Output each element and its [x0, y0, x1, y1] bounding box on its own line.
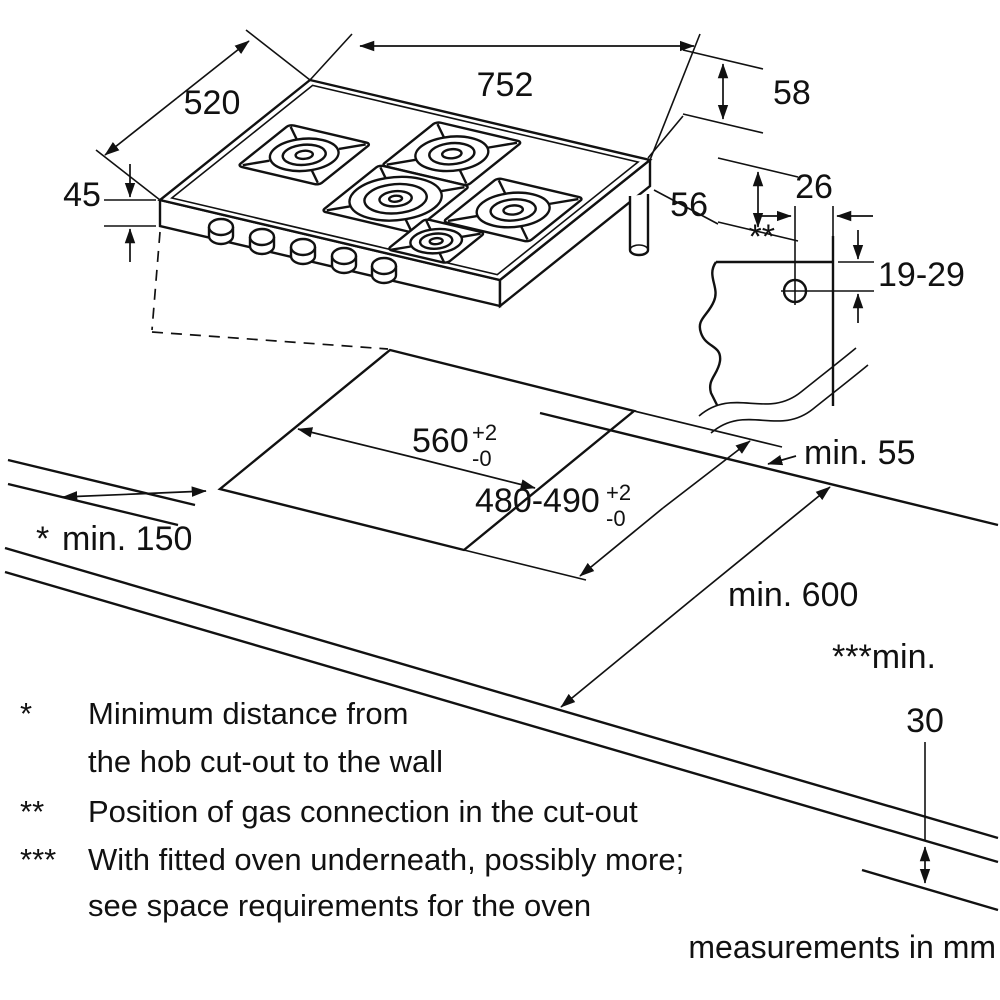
counter-front-edge-top: [4, 546, 999, 840]
min-600-label: min. 600: [728, 576, 858, 614]
footnote-1-line-1: Minimum distance from: [88, 696, 408, 731]
hob-height-label: 45: [63, 176, 101, 214]
dim-min-150: * min. 150: [36, 486, 207, 558]
cutout-width-label: 560: [412, 422, 469, 460]
projection-dashed-drop: [151, 231, 161, 331]
min-30-value: 30: [906, 702, 944, 740]
footnotes: * Minimum distance from the hob cut-out …: [20, 696, 684, 923]
units-note: measurements in mm: [688, 929, 996, 965]
dim-min-30: ***min. 30: [832, 638, 944, 884]
cutout-depth-tol-minus: -0: [606, 506, 626, 531]
tick-line: [717, 157, 799, 178]
dim-19-29: 19-29: [809, 230, 965, 323]
dim-56: 56: [653, 157, 799, 242]
knob-1: [207, 217, 235, 246]
gas-marker-label: **: [749, 218, 775, 256]
footnote-1-line-2: the hob cut-out to the wall: [88, 744, 443, 779]
bracket-detail: ** 26 19-29: [698, 168, 965, 434]
burner-right: [443, 178, 584, 242]
wall-edge-line-2: [7, 482, 179, 527]
knob-3: [289, 237, 317, 266]
burner-center-wok: [322, 165, 470, 232]
tick-line: [682, 113, 764, 134]
wall-edge-line-1: [7, 458, 196, 507]
min-55-label: min. 55: [804, 434, 916, 472]
min-150-star: *: [36, 520, 49, 558]
min-150-label: min. 150: [62, 520, 192, 558]
footnote-3-line-2: see space requirements for the oven: [88, 888, 591, 923]
dim-26: 26: [755, 168, 873, 256]
dim-min-55: min. 55: [767, 434, 916, 472]
knob-2: [248, 227, 276, 256]
rear-gap-label: 58: [773, 74, 811, 112]
dim-752: 752: [309, 33, 701, 161]
bracket-corbel-edge: [698, 261, 722, 406]
burner-left: [238, 124, 371, 185]
gas-offset-label: 26: [795, 168, 833, 206]
cutout-depth-label: 480-490: [475, 482, 600, 520]
dim-45: 45: [63, 164, 156, 262]
extension-line: [245, 29, 311, 81]
dim-560: 560 +2 -0: [297, 420, 536, 490]
burner-rear-center: [382, 122, 523, 186]
counter-front-edge-bottom: [4, 570, 999, 864]
cutout-width-tol-minus: -0: [472, 446, 492, 471]
dim-58: 58: [647, 49, 811, 159]
cutout-width-tol-plus: +2: [472, 420, 497, 445]
cutout-depth-tol-plus: +2: [606, 480, 631, 505]
footnote-3-line-1: With fitted oven underneath, possibly mo…: [88, 842, 684, 877]
burner-front-center: [387, 219, 485, 264]
break-line-1: [698, 347, 857, 417]
cutout-rear-extension-line: [633, 410, 783, 448]
front-gap-label: 56: [670, 186, 708, 224]
leader-line: [653, 189, 719, 225]
dim-520: 520: [95, 29, 311, 201]
footnote-1-marker: *: [20, 696, 32, 731]
gas-depth-range-label: 19-29: [878, 256, 965, 294]
counter-rear-edge: [539, 411, 999, 527]
countertop-group: [4, 231, 999, 912]
hob-depth-label: 520: [184, 84, 241, 122]
extension-line: [649, 33, 701, 161]
dim-min-600: min. 600: [560, 486, 858, 708]
control-knobs: [207, 217, 398, 285]
hob-width-label: 752: [477, 66, 534, 104]
extension-line: [95, 149, 161, 201]
tick-line: [682, 49, 764, 70]
min-30-label: ***min.: [832, 638, 936, 676]
break-line-2: [710, 364, 869, 434]
gas-pipe: [628, 194, 650, 257]
footnote-3-marker: ***: [20, 842, 56, 877]
oven-top-line: [861, 868, 999, 912]
footnote-2-marker: **: [20, 794, 44, 829]
hob-group: [158, 80, 652, 309]
knob-4: [330, 246, 358, 275]
knob-5: [370, 256, 398, 285]
leader-line: [647, 115, 684, 159]
dim-480-490: 480-490 +2 -0: [463, 440, 751, 581]
footnote-2-line-1: Position of gas connection in the cut-ou…: [88, 794, 638, 829]
extension-line: [309, 33, 353, 81]
projection-dashed-line: [151, 331, 389, 350]
extension-line: [463, 549, 587, 581]
hob-top-surface: [160, 80, 650, 280]
tick-line: [717, 221, 799, 242]
